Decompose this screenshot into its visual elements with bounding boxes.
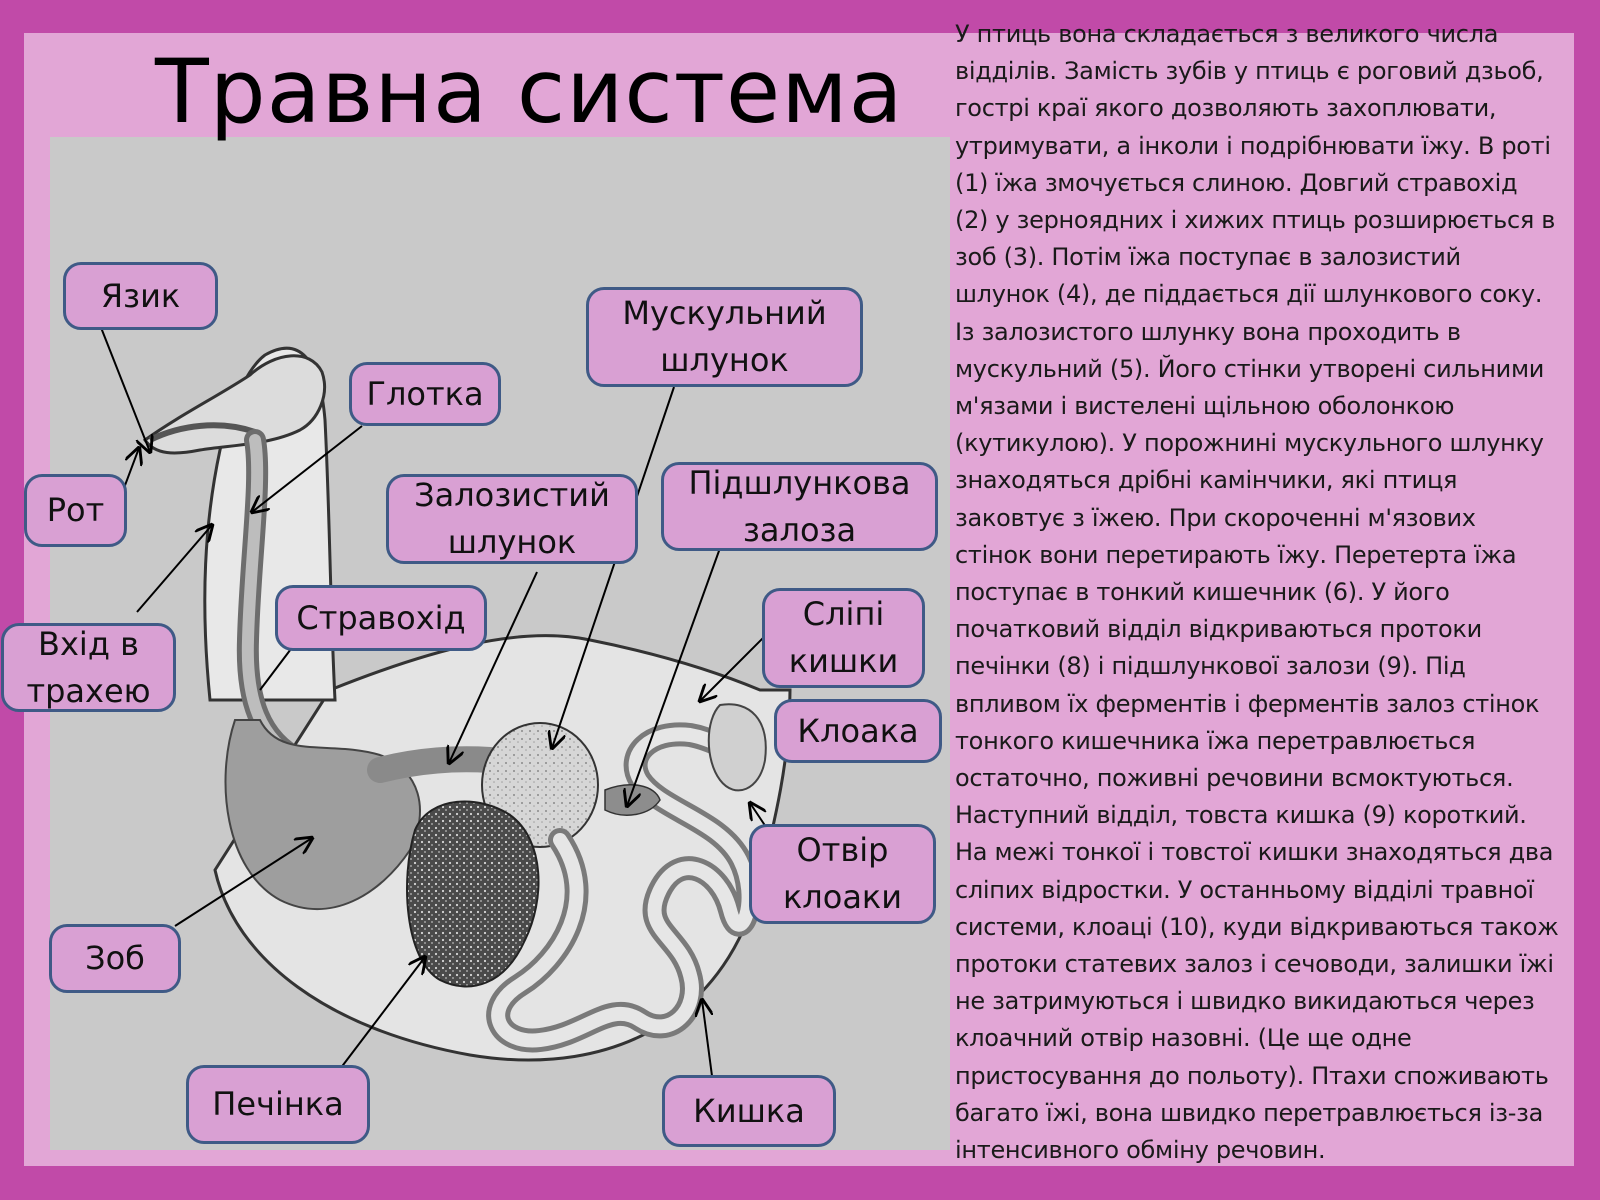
description-line: На межі тонкої і товстої кишки знаходять… <box>955 838 1554 867</box>
description-line: заковтує з їжею. При скороченні м'язових <box>955 503 1476 532</box>
pointer-pharynx <box>252 425 363 512</box>
label-pharynx: Глотка <box>349 362 501 426</box>
label-pancreas: Підшлункова залоза <box>661 462 938 551</box>
pointer-glandular-stomach <box>449 571 538 763</box>
glandular-stomach-shape <box>367 746 503 783</box>
description-line: утримувати, а інколи і подрібнювати їжу.… <box>955 131 1551 160</box>
pointer-pancreas <box>627 536 725 806</box>
description-line: початковий відділ відкриваються протоки <box>955 615 1482 644</box>
description-line: остаточно, поживні речовини всмоктуються… <box>955 764 1514 793</box>
pointer-crop <box>174 838 312 927</box>
description-line: відділів. Замість зубів у птиць є рогови… <box>955 57 1544 86</box>
label-ceca: Сліпі кишки <box>762 588 925 688</box>
liver-shape <box>406 800 540 988</box>
description-line: стінок вони перетирають їжу. Перетерта ї… <box>955 540 1517 569</box>
pointer-tongue <box>99 324 150 452</box>
label-cloaca-opening: Отвір клоаки <box>749 824 936 924</box>
description-line: впливом їх ферментів і ферментів залоз с… <box>955 689 1540 718</box>
pointer-trachea <box>136 525 212 613</box>
description-line: клоачний отвір назовні. (Це ще одне <box>955 1024 1412 1053</box>
label-liver: Печінка <box>186 1065 370 1144</box>
pointer-lines <box>99 324 775 1077</box>
label-tongue: Язик <box>63 262 218 330</box>
pointer-ceca <box>700 626 775 701</box>
description-line: мускульний (5). Його стінки утворені сил… <box>955 354 1545 383</box>
description-line: (2) у зерноядних і хижих птиць розширюєт… <box>955 206 1556 235</box>
label-mouth: Рот <box>24 474 127 547</box>
description-line: (1) їжа змочується слиною. Довгий страво… <box>955 168 1518 197</box>
page-title: Травна система <box>155 40 904 143</box>
description-line: Із залозистого шлунку вона проходить в <box>955 317 1461 346</box>
pointer-liver <box>336 957 425 1074</box>
description-line: гострі краї якого дозволяють захоплювати… <box>955 94 1497 123</box>
description-line: пристосування до польоту). Птахи спожива… <box>955 1061 1549 1090</box>
label-trachea-entrance: Вхід в трахею <box>1 623 176 712</box>
description-line: шлунок (4), де піддається дії шлункового… <box>955 280 1543 309</box>
description-line: печінки (8) і підшлункової залози (9). П… <box>955 652 1466 681</box>
description-line: знаходяться дрібні камінчики, які птиця <box>955 466 1458 495</box>
pointer-muscular-stomach <box>552 386 675 748</box>
label-muscular-stomach: Мускульний шлунок <box>586 287 863 387</box>
label-crop: Зоб <box>49 924 181 993</box>
label-esophagus: Стравохід <box>275 585 487 651</box>
description-line: Наступний відділ, товста кишка (9) корот… <box>955 801 1527 830</box>
description-line: м'язами і вистелені щільною оболонкою <box>955 392 1455 421</box>
tongue-shape <box>148 422 256 443</box>
description-line: сліпих відростки. У останньому відділі т… <box>955 875 1534 904</box>
label-glandular-stomach: Залозистий шлунок <box>386 474 638 564</box>
pointer-intestine <box>702 1000 712 1077</box>
description-line: інтенсивного обміну речовин. <box>955 1136 1326 1165</box>
cloaca-shape <box>707 703 767 792</box>
description-line: тонкого кишечника їжа перетравлюється <box>955 726 1476 755</box>
description-line: поступає в тонкий кишечник (6). У його <box>955 578 1450 607</box>
label-cloaca: Клоака <box>774 699 942 763</box>
description-line: системи, клоаці (10), куди відкриваються… <box>955 912 1559 941</box>
description-line: (кутикулою). У порожнині мускульного шлу… <box>955 429 1544 458</box>
description-text: У птиць вона складається з великого числ… <box>955 16 1587 1169</box>
description-line: зоб (3). Потім їжа поступає в залозистий <box>955 243 1461 272</box>
description-line: протоки статевих залоз і сечоводи, залиш… <box>955 950 1554 979</box>
description-line: багато їжі, вона швидко перетравлюється … <box>955 1098 1543 1127</box>
label-intestine: Кишка <box>662 1075 836 1147</box>
description-line: У птиць вона складається з великого числ… <box>955 20 1499 48</box>
description-line: не затримуються і швидко викидаються чер… <box>955 987 1535 1016</box>
